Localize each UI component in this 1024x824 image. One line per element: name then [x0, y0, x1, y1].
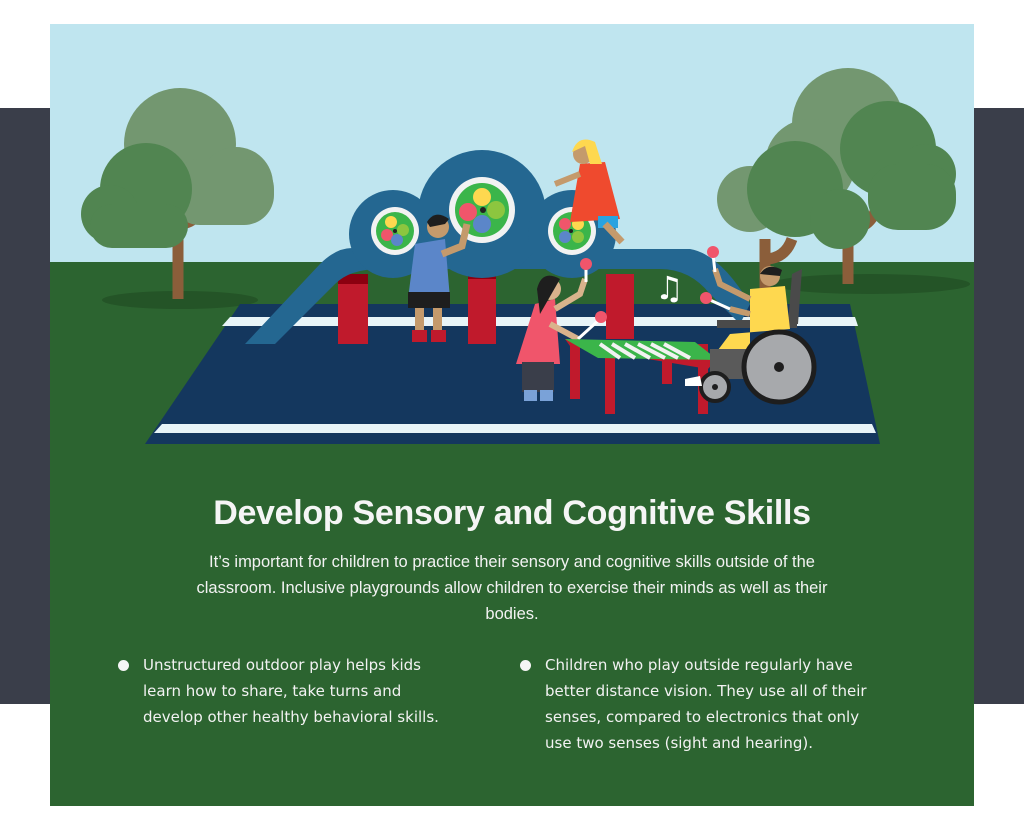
- tree-left-icon: [81, 88, 274, 309]
- structure-posts: [338, 269, 634, 344]
- intro-paragraph: It’s important for children to practice …: [196, 553, 828, 623]
- tree-right-icon: [717, 68, 970, 322]
- play-court: [145, 304, 880, 444]
- spinner-panel-left-icon: [371, 207, 419, 255]
- child-climbing-figure: [553, 139, 625, 245]
- bullet-text: Children who play outside regularly have…: [545, 656, 867, 752]
- bullet-dot-icon: [520, 660, 531, 671]
- child-spinner-figure: [408, 214, 471, 342]
- page-title: Develop Sensory and Cognitive Skills: [213, 494, 811, 532]
- bullet-item: Children who play outside regularly have…: [520, 652, 890, 756]
- child-xylophone-figure: [516, 258, 607, 401]
- bullet-dot-icon: [118, 660, 129, 671]
- bullet-text: Unstructured outdoor play helps kids lea…: [143, 656, 439, 726]
- infographic-card: ♫ Develop Sensory and Cognitive Skills I…: [50, 24, 974, 806]
- bullet-list-left: Unstructured outdoor play helps kids lea…: [118, 652, 458, 730]
- playground-illustration: ♫: [50, 24, 974, 469]
- bullet-list-right: Children who play outside regularly have…: [520, 652, 890, 756]
- bullet-item: Unstructured outdoor play helps kids lea…: [118, 652, 458, 730]
- spinner-panel-center-icon: [449, 177, 515, 243]
- music-note-icon: ♫: [655, 269, 684, 307]
- child-wheelchair-figure: [685, 246, 817, 405]
